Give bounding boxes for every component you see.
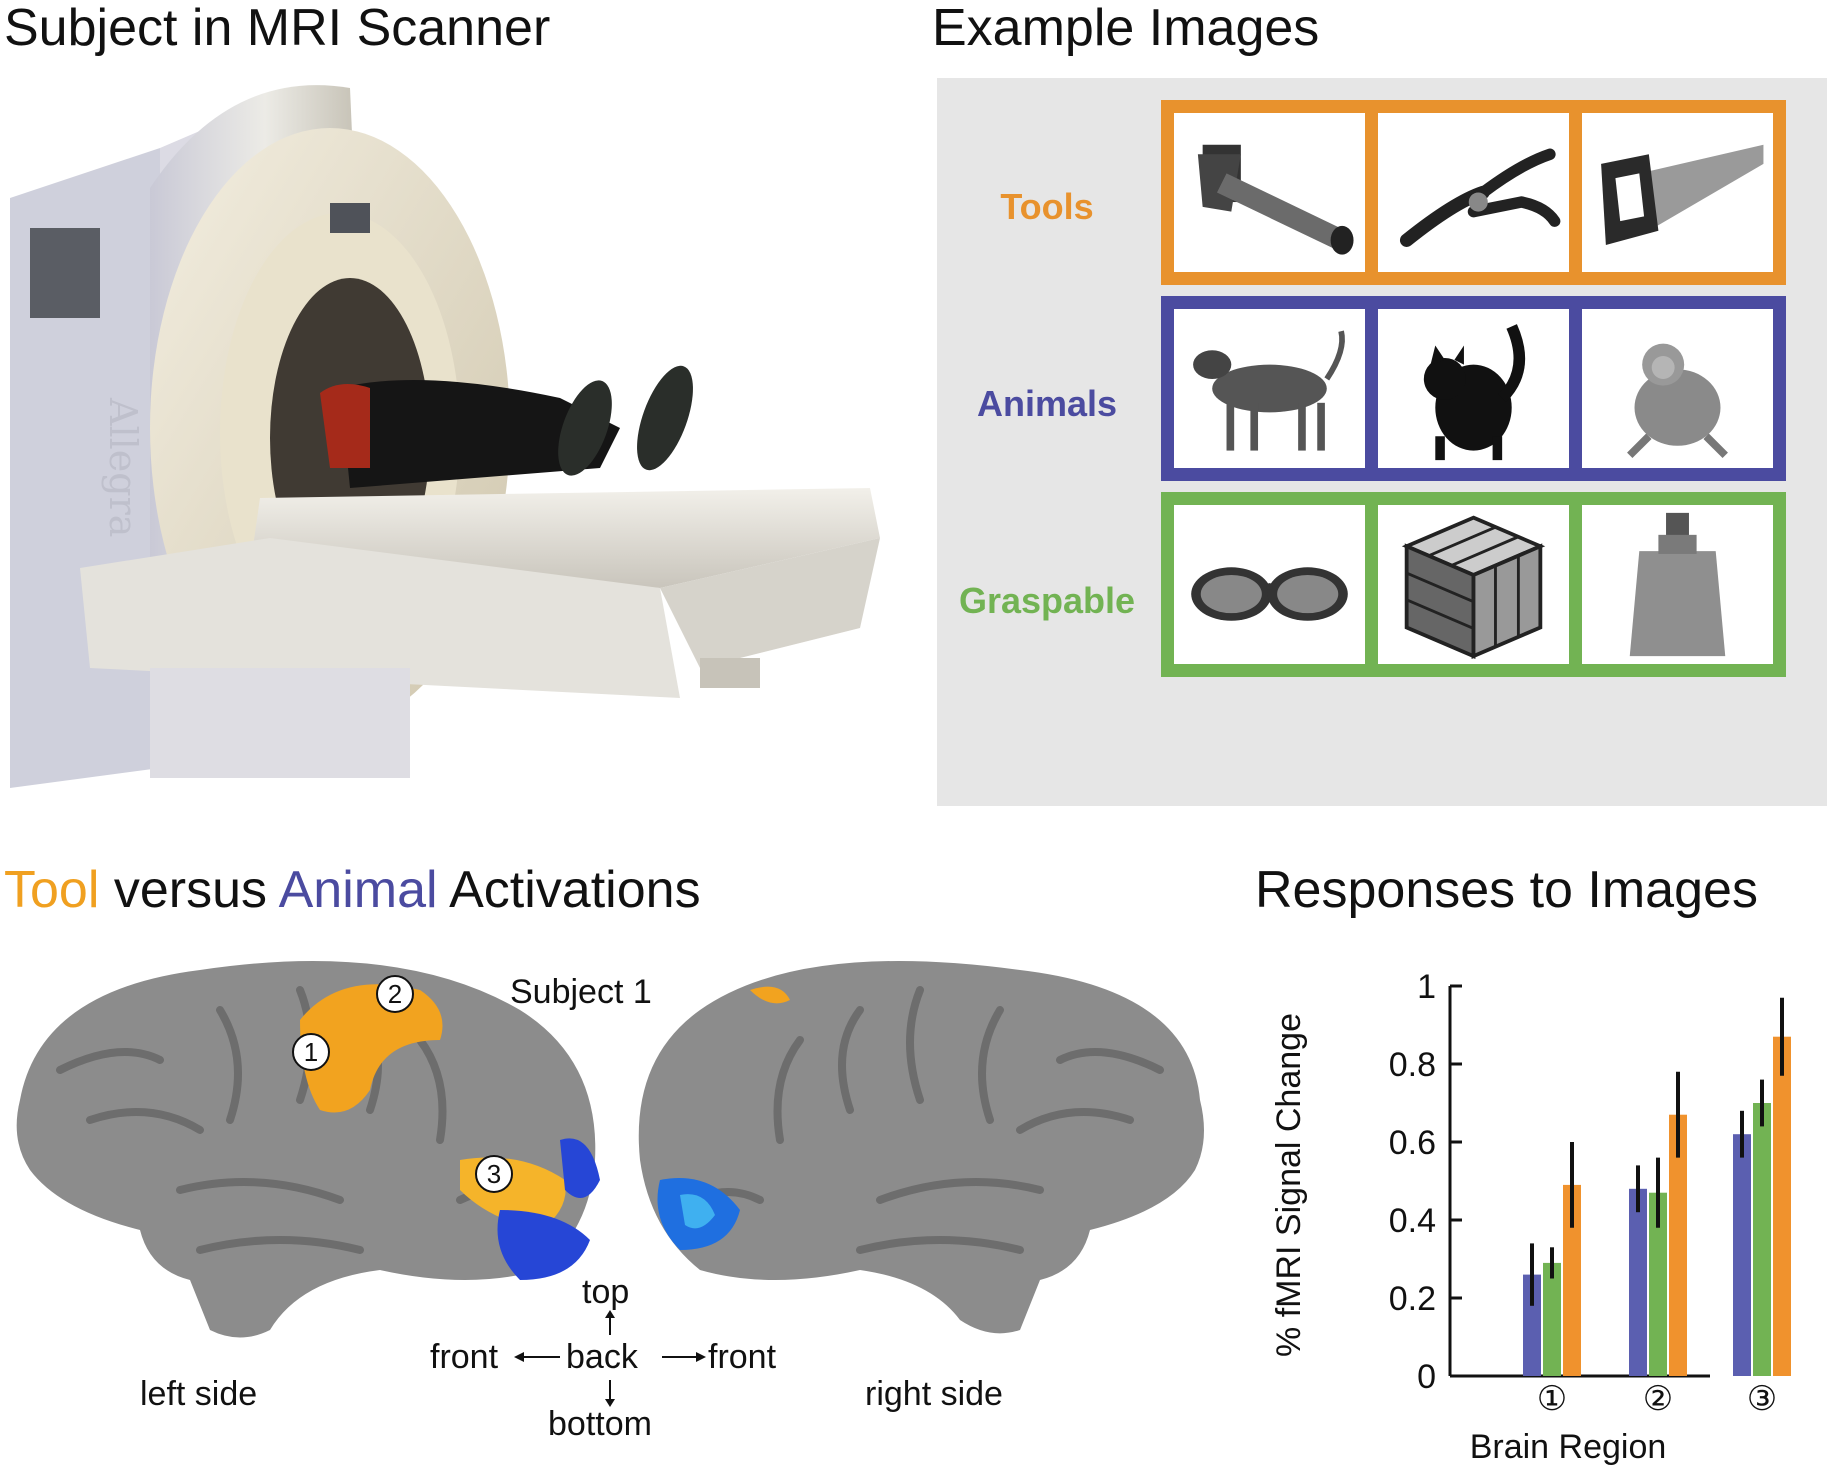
category-label-tools: Tools xyxy=(1000,186,1094,227)
left-side-label: left side xyxy=(140,1375,258,1413)
monkey-icon xyxy=(1569,309,1773,468)
region-marker-2: 2 xyxy=(376,975,414,1013)
bar-series3-region1 xyxy=(1563,1184,1581,1376)
subject-label: Subject 1 xyxy=(510,973,652,1011)
activations-panel-title: Tool versus Animal Activations xyxy=(4,860,701,920)
bottle-icon xyxy=(1569,505,1773,664)
cat-icon xyxy=(1365,309,1569,468)
title-versus-word: versus xyxy=(99,861,279,919)
brain-renderings xyxy=(16,961,1204,1338)
category-label-animals: Animals xyxy=(976,383,1118,424)
category-label-graspable: Graspable xyxy=(958,580,1136,621)
bar-series2-region1 xyxy=(1543,1262,1561,1376)
bar-series2-region3 xyxy=(1753,1103,1771,1376)
x-tick-label: ① xyxy=(1537,1379,1567,1419)
category-row-animals xyxy=(1161,296,1786,481)
right-side-label: right side xyxy=(865,1375,1003,1413)
orientation-bottom: bottom xyxy=(548,1405,652,1443)
dog-icon xyxy=(1174,309,1365,468)
bar-series1-region3 xyxy=(1733,1134,1751,1376)
examples-panel-title: Example Images xyxy=(932,0,1320,57)
title-activations-word: Activations xyxy=(437,861,701,919)
orientation-front-right: front xyxy=(708,1338,777,1376)
mri-scanner-illustration: Allegra xyxy=(10,85,880,788)
y-tick-label: 0.4 xyxy=(1389,1202,1436,1240)
x-tick-label: ② xyxy=(1643,1379,1673,1419)
left-tool-activation-1 xyxy=(300,984,443,1113)
bar-series2-region2 xyxy=(1649,1192,1667,1376)
scanner-screen xyxy=(30,228,100,318)
title-tool-word: Tool xyxy=(4,861,100,919)
region-marker-3: 3 xyxy=(475,1155,513,1193)
category-row-graspable xyxy=(1161,492,1786,677)
category-row-tools xyxy=(1161,100,1786,285)
orientation-top: top xyxy=(582,1273,630,1311)
bar-series3-region2 xyxy=(1669,1114,1687,1376)
x-tick-label: ③ xyxy=(1747,1379,1777,1419)
pliers-icon xyxy=(1365,113,1569,272)
orientation-arrows xyxy=(514,1310,706,1407)
x-axis-label: Brain Region xyxy=(1470,1428,1667,1466)
y-tick-label: 1 xyxy=(1417,968,1436,1006)
responses-bar-chart: % fMRI Signal Change Brain Region 0 0.2 0.… xyxy=(1270,968,1791,1466)
subject-foot-left xyxy=(558,380,612,476)
y-tick-label: 0 xyxy=(1417,1358,1436,1396)
left-hemisphere xyxy=(16,961,596,1338)
subject-foot-right xyxy=(637,365,693,471)
sunglasses-icon xyxy=(1174,505,1365,664)
cube-icon xyxy=(1365,505,1569,664)
right-hemisphere xyxy=(638,961,1204,1334)
y-tick-label: 0.2 xyxy=(1389,1280,1436,1318)
orientation-back: back xyxy=(566,1338,638,1376)
scanner-brand-text: Allegra xyxy=(101,397,145,537)
bar-series3-region3 xyxy=(1773,1036,1791,1376)
bar-series1-region1 xyxy=(1523,1274,1541,1376)
y-axis-label: % fMRI Signal Change xyxy=(1270,1013,1308,1357)
saw-icon xyxy=(1569,113,1773,272)
left-animal-activation xyxy=(497,1210,590,1280)
y-tick-label: 0.6 xyxy=(1389,1124,1436,1162)
responses-panel-title: Responses to Images xyxy=(1255,861,1758,919)
bar-series1-region2 xyxy=(1629,1188,1647,1376)
region-marker-1: 1 xyxy=(292,1033,330,1071)
example-images-panel: Tools Animals Graspable xyxy=(937,78,1827,806)
y-tick-label: 0.8 xyxy=(1389,1046,1436,1084)
orientation-front-left: front xyxy=(430,1338,499,1376)
mri-panel-title: Subject in MRI Scanner xyxy=(4,0,551,57)
subject-body xyxy=(340,380,620,488)
title-animal-word: Animal xyxy=(278,861,438,919)
right-tool-activation xyxy=(750,986,790,1004)
hammer-icon xyxy=(1174,113,1365,272)
